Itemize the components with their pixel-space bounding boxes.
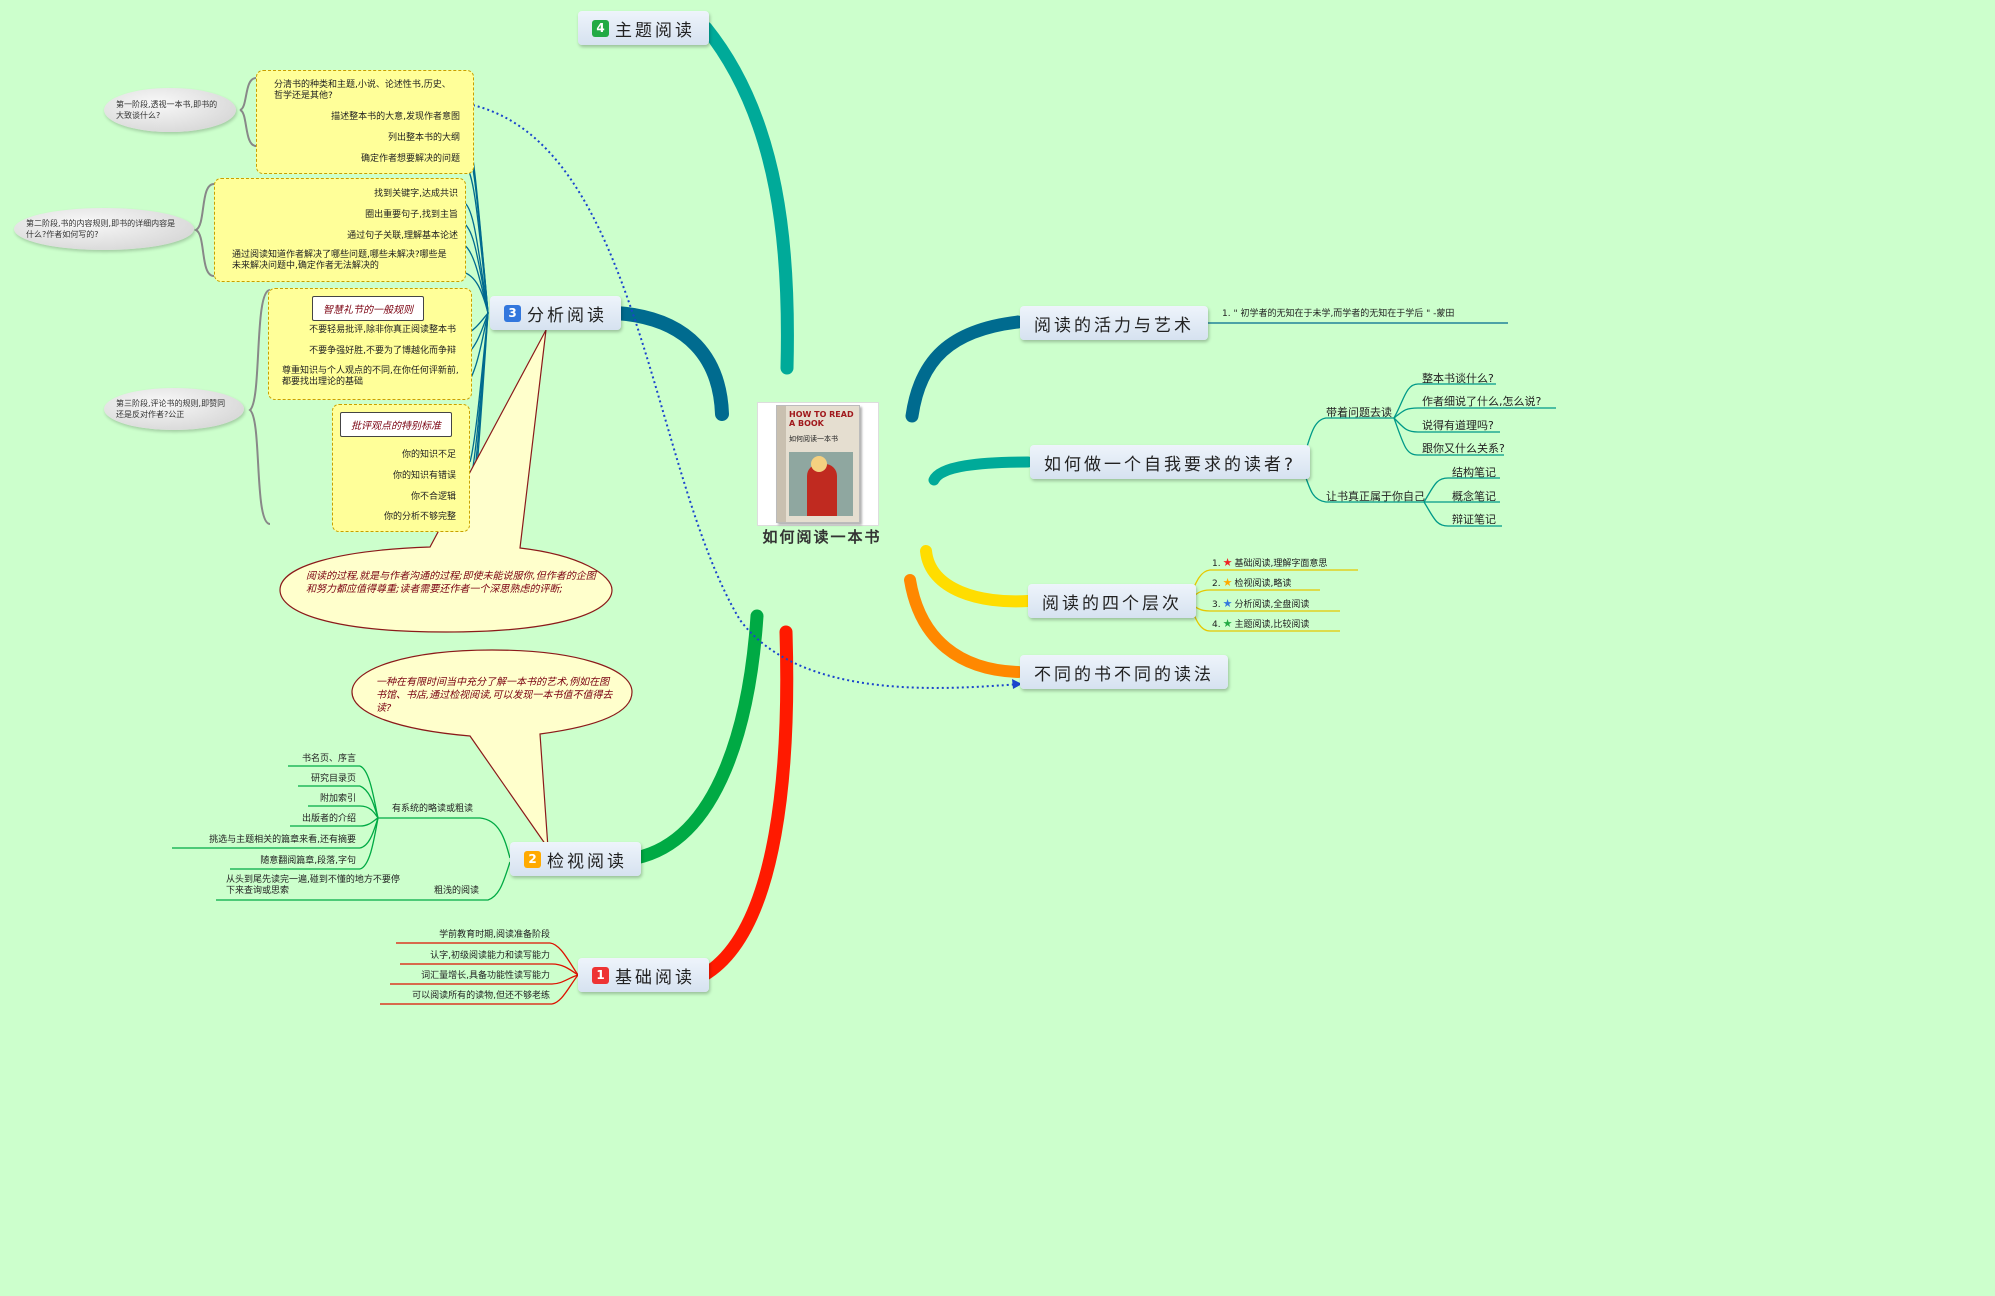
question-item[interactable]: 作者细说了什么,怎么说? <box>1422 395 1542 408</box>
branch-topic2 <box>629 609 764 865</box>
red-star-icon: ★ <box>1222 556 1233 569</box>
topic-label: 基础阅读 <box>615 967 695 988</box>
book-cover-image: HOW TO READ A BOOK 如何阅读一本书 <box>776 405 860 523</box>
stage2-item[interactable]: 找到关键字,达成共识 <box>374 189 458 199</box>
dotted-arrowhead <box>1012 679 1022 689</box>
stage3-rule-item[interactable]: 尊重知识与个人观点的不同,在你任何评新前,都要找出理论的基础 <box>282 366 459 387</box>
topic-analytical-reading[interactable]: 3 分析阅读 <box>490 296 621 330</box>
shallow-reading-label[interactable]: 粗浅的阅读 <box>434 886 480 896</box>
topic-thematic-reading[interactable]: 4 主题阅读 <box>578 11 709 45</box>
number-3-icon: 3 <box>504 304 521 322</box>
reading-level-item[interactable]: 2.★检视阅读,略读 <box>1212 576 1292 589</box>
number-1-icon: 1 <box>592 966 609 984</box>
general-rules-callout[interactable]: 智慧礼节的一般规则 <box>312 296 424 321</box>
topic-label: 主题阅读 <box>615 20 695 41</box>
inspectional-item[interactable]: 挑选与主题相关的篇章来看,还有摘要 <box>209 835 356 845</box>
topic-label: 不同的书不同的读法 <box>1034 664 1214 685</box>
topic-label: 检视阅读 <box>547 851 627 872</box>
stage1-item[interactable]: 列出整本书的大纲 <box>387 133 460 143</box>
note-type-item[interactable]: 辩证笔记 <box>1452 513 1496 526</box>
stage1-item[interactable]: 确定作者想要解决的问题 <box>360 154 460 164</box>
stage3-rule-item[interactable]: 不要轻易批评,除非你真正阅读整本书 <box>309 325 456 335</box>
topic-four-levels[interactable]: 阅读的四个层次 <box>1028 584 1196 618</box>
stage2-boundary <box>214 178 466 282</box>
elementary-item[interactable]: 词汇量增长,具备功能性读写能力 <box>421 971 550 981</box>
central-title[interactable]: 如何阅读一本书 <box>762 528 882 546</box>
topic-inspectional-reading[interactable]: 2 检视阅读 <box>510 842 641 876</box>
reading-level-item[interactable]: 3.★分析阅读,全盘阅读 <box>1212 597 1310 610</box>
stage1-item[interactable]: 描述整本书的大意,发现作者意图 <box>331 112 460 122</box>
topic-vitality-art[interactable]: 阅读的活力与艺术 <box>1020 306 1208 340</box>
inspectional-bubble <box>351 649 633 851</box>
topic-demanding-reader[interactable]: 如何做一个自我要求的读者? <box>1030 445 1311 479</box>
shallow-reading-text[interactable]: 从头到尾先读完一遍,碰到不懂的地方不要停下来查询或思索 <box>226 875 400 896</box>
topic-different-books[interactable]: 不同的书不同的读法 <box>1020 655 1228 689</box>
stage2-item[interactable]: 圈出重要句子,找到主旨 <box>365 210 458 220</box>
branch-right3 <box>920 545 1034 608</box>
analytic-bubble-text[interactable]: 阅读的过程,就是与作者沟通的过程;即使未能说服你,但作者的企图和努力都应值得尊重… <box>306 571 596 595</box>
question-item[interactable]: 说得有道理吗? <box>1422 419 1494 432</box>
branch-right4 <box>904 574 1024 678</box>
stage2-item[interactable]: 通过阅读知道作者解决了哪些问题,哪些未解决?哪些是未来解决问题中,确定作者无法解… <box>232 250 447 271</box>
reading-level-item[interactable]: 4.★主题阅读,比较阅读 <box>1212 617 1310 630</box>
inspectional-item[interactable]: 附加索引 <box>319 794 356 804</box>
stage1-item[interactable]: 分清书的种类和主题,小说、论述性书,历史、哲学还是其他? <box>274 80 451 101</box>
topic-label: 分析阅读 <box>527 305 607 326</box>
stage3-ellipse[interactable]: 第三阶段,评论书的规则,即赞同还是反对作者?公正 <box>104 388 244 430</box>
montaigne-quote[interactable]: 1. " 初学者的无知在于未学,而学者的无知在于学后 " -蒙田 <box>1222 309 1455 319</box>
orange-star-icon: ★ <box>1222 576 1233 589</box>
branch-topic3 <box>609 306 729 421</box>
topic-label: 阅读的四个层次 <box>1042 593 1182 614</box>
own-the-book-label[interactable]: 让书真正属于你自己 <box>1326 490 1425 503</box>
analytic-bubble <box>279 329 613 633</box>
inspectional-item[interactable]: 研究目录页 <box>310 774 356 784</box>
stage2-item[interactable]: 通过句子关联,理解基本论述 <box>347 231 458 241</box>
elementary-item[interactable]: 认字,初级阅读能力和读写能力 <box>430 951 550 961</box>
reading-level-item[interactable]: 1.★基础阅读,理解字面意思 <box>1212 556 1328 569</box>
topic-elementary-reading[interactable]: 1 基础阅读 <box>578 958 709 992</box>
question-item[interactable]: 跟你又什么关系? <box>1422 442 1505 455</box>
stage3-criteria-item[interactable]: 你的知识不足 <box>401 450 456 460</box>
stage3-rule-item[interactable]: 不要争强好胜,不要为了博越化而争辩 <box>309 346 456 356</box>
read-with-questions-label[interactable]: 带着问题去读 <box>1326 406 1392 419</box>
stage3-criteria-item[interactable]: 你不合逻辑 <box>410 492 456 502</box>
branch-topic4 <box>699 21 794 375</box>
systematic-skimming-label[interactable]: 有系统的略读或粗读 <box>392 804 474 814</box>
stage1-ellipse[interactable]: 第一阶段,透视一本书,即书的大致谈什么? <box>104 88 236 132</box>
stage3-criteria-item[interactable]: 你的知识有错误 <box>392 471 456 481</box>
central-book-cover[interactable]: HOW TO READ A BOOK 如何阅读一本书 <box>757 402 879 526</box>
inspectional-bubble-text[interactable]: 一种在有限时间当中充分了解一本书的艺术,例如在图书馆、书店,通过检视阅读,可以发… <box>376 677 613 714</box>
branch-right2 <box>928 456 1034 486</box>
book-cover-cn-title: 如何阅读一本书 <box>789 435 838 443</box>
inspectional-item[interactable]: 出版者的介绍 <box>301 814 356 824</box>
green-star-icon: ★ <box>1222 617 1233 630</box>
topic-label: 如何做一个自我要求的读者? <box>1044 454 1297 475</box>
note-type-item[interactable]: 结构笔记 <box>1452 466 1496 479</box>
stage1-boundary <box>256 70 474 174</box>
stage3-criteria-item[interactable]: 你的分析不够完整 <box>383 512 456 522</box>
branch-right1 <box>905 315 1025 423</box>
inspectional-item[interactable]: 书名页、序言 <box>301 754 356 764</box>
dotted-relationship <box>467 103 1021 689</box>
question-item[interactable]: 整本书谈什么? <box>1422 372 1494 385</box>
elementary-item[interactable]: 学前教育时期,阅读准备阶段 <box>439 930 550 940</box>
blue-star-icon: ★ <box>1222 597 1233 610</box>
inspectional-item[interactable]: 随意翻阅篇章,段落,字句 <box>260 856 356 866</box>
topic-label: 阅读的活力与艺术 <box>1034 315 1194 336</box>
number-2-icon: 2 <box>524 850 541 868</box>
book-cover-title: HOW TO READ A BOOK <box>789 410 854 428</box>
number-4-icon: 4 <box>592 19 609 37</box>
special-criteria-callout[interactable]: 批评观点的特别标准 <box>340 412 452 437</box>
note-type-item[interactable]: 概念笔记 <box>1452 490 1496 503</box>
stage2-ellipse[interactable]: 第二阶段,书的内容规则,即书的详细内容是什么?作者如何写的? <box>14 208 194 250</box>
branch-topic1 <box>697 625 794 982</box>
elementary-item[interactable]: 可以阅读所有的读物,但还不够老练 <box>412 991 550 1001</box>
